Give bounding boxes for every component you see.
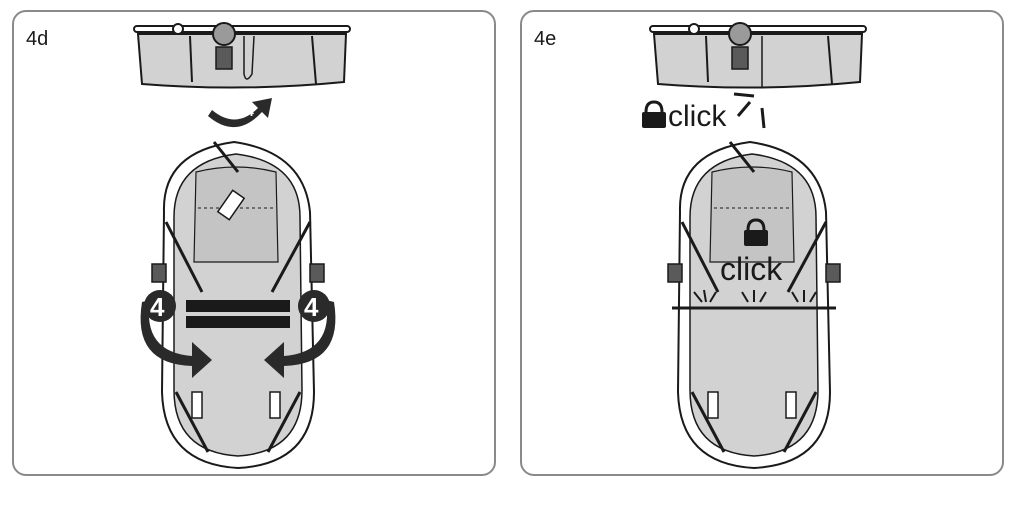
click-callout: click bbox=[668, 100, 727, 133]
click-burst-icon bbox=[693, 289, 817, 303]
step-number-badge: 4 bbox=[246, 103, 254, 119]
step-label: 4e bbox=[534, 28, 557, 50]
padlock-icon bbox=[642, 100, 666, 128]
carrycot-side-view bbox=[133, 22, 351, 89]
carrycot-side-view bbox=[649, 22, 867, 89]
carrycot-diagram-4d: 4 4 bbox=[133, 22, 351, 470]
step-panel-4d: 4d 4 bbox=[12, 10, 496, 476]
step-label: 4d bbox=[26, 28, 49, 50]
carrycot-top-view bbox=[151, 140, 325, 470]
carrycot-diagram-4e: click click bbox=[642, 22, 867, 470]
click-callout: click bbox=[720, 251, 783, 287]
click-burst-icon bbox=[733, 92, 766, 129]
step-number-badge: 4 bbox=[150, 292, 165, 322]
step-panel-4e: 4e click bbox=[520, 10, 1004, 476]
curved-arrow-icon: 4 bbox=[208, 98, 272, 128]
curved-arrow-icon: 4 bbox=[264, 290, 336, 378]
carrycot-top-view bbox=[667, 140, 841, 470]
padlock-icon bbox=[744, 218, 768, 246]
curved-arrow-icon: 4 bbox=[140, 290, 212, 378]
step-number-badge: 4 bbox=[304, 292, 319, 322]
